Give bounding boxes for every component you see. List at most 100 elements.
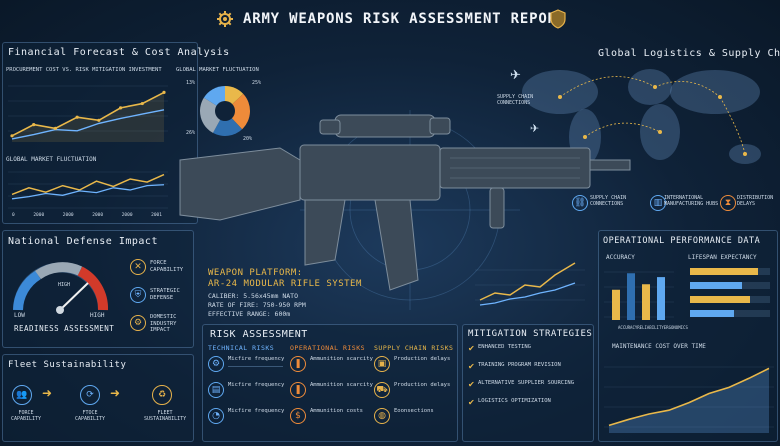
page-title: ARMY WEAPONS RISK ASSESSMENT REPORT	[243, 11, 567, 27]
shield-icon: ⛨	[130, 287, 146, 303]
accuracy-bar	[642, 284, 650, 320]
procurement-chart-title: PROCUREMENT COST VS. RISK MITIGATION INV…	[6, 67, 162, 73]
rifle-illustration	[160, 90, 640, 320]
x-tick: 2000	[62, 213, 74, 218]
lifespan-bar	[690, 310, 734, 317]
mitigation-item: ✔ TRAINING PROGRAM REVISION	[468, 362, 592, 371]
fleet-item-1: FORCE CAPABILITY	[10, 410, 42, 422]
risk-item: Micfire frequency	[228, 382, 285, 388]
donut-slice	[200, 97, 225, 133]
readiness-label: READINESS ASSESSMENT	[14, 324, 115, 333]
mitigation-panel	[462, 324, 594, 442]
market-chart-title: GLOBAL MARKET FLUCTUATION	[176, 67, 259, 73]
logistics-label-3: DISTRIBUTION DELAYS	[737, 195, 774, 207]
mitigation-title: MITIGATION STRATEGIES	[468, 329, 593, 339]
risk-item: Production delays	[394, 382, 451, 388]
lifespan-bar-chart	[690, 268, 770, 317]
arrow-icon: ➜	[42, 386, 53, 400]
fleet-item-2: FTOCE CAPABILITY	[74, 410, 106, 422]
financial-title: Financial Forecast & Cost Analysis	[8, 47, 230, 58]
risk-item: Production delays	[394, 356, 451, 362]
coin-icon: $	[290, 408, 306, 424]
defense-title: National Defense Impact	[8, 236, 158, 247]
check-icon: ✔	[468, 398, 475, 407]
market-x-axis: 0 2000 2000 2000 2000 2001	[12, 213, 162, 218]
force-icon: ✕	[130, 259, 146, 275]
fleet-title: Fleet Sustainability	[8, 360, 127, 370]
chart-icon: ▤	[208, 382, 224, 398]
gauge-high: HIGH	[90, 312, 105, 319]
data-point	[53, 126, 58, 130]
hourglass-icon: ⧗	[720, 195, 736, 211]
mitigation-label: LOGISTICS OPTIMIZATION	[478, 398, 551, 404]
data-point	[10, 134, 14, 138]
plane-icon: ✈	[530, 122, 540, 135]
risk-item-detail-bar	[228, 366, 283, 367]
x-tick: 2000	[121, 213, 133, 218]
data-point	[75, 115, 79, 119]
data-point	[162, 90, 166, 94]
x-tick: 0	[12, 213, 15, 218]
lifespan-bar	[690, 268, 758, 275]
donut-slice	[225, 93, 250, 130]
data-point	[32, 123, 36, 127]
maintenance-chart	[604, 366, 774, 433]
center-trend-chart	[475, 262, 585, 306]
procurement-chart	[8, 85, 168, 142]
logistics-label-2: INTERNATIONAL MANUFACTURING HUBS	[664, 195, 719, 207]
donut-label-1: 13%	[186, 80, 196, 86]
accuracy-bar-chart	[604, 271, 674, 320]
weapon-caliber: CALIBER: 5.56x45mm NATO	[208, 292, 299, 300]
gauge-low: LOW	[14, 312, 25, 319]
maintenance-title: MAINTENANCE COST OVER TIME	[612, 343, 706, 350]
weapon-name: AR-24 MODULAR RIFLE SYSTEM	[208, 279, 362, 289]
risk-col-title: OPERATIONAL RISKS	[290, 344, 366, 352]
ammo-icon: ❚	[290, 382, 306, 398]
gear-icon	[216, 10, 234, 28]
donut-label-4: 20%	[243, 136, 253, 142]
risk-item: Ammunition scarcity	[310, 382, 373, 388]
mitigation-item: ✔ LOGISTICS OPTIMIZATION	[468, 398, 592, 407]
mitigation-item: ✔ ALTERNATIVE SUPPLIER SOURCING	[468, 380, 592, 389]
x-tick: 2001	[151, 213, 162, 218]
check-icon: ✔	[468, 344, 475, 353]
weapon-platform-label: WEAPON PLATFORM:	[208, 268, 303, 278]
recycle-icon: ♻	[152, 385, 172, 405]
supply-chain-label: SUPPLY CHAIN CONNECTIONS	[497, 94, 534, 106]
data-point	[97, 118, 101, 122]
gauge-icon: ◔	[208, 408, 224, 424]
risk-panel	[202, 324, 458, 442]
bar-label: ERGONOMICS	[663, 325, 688, 330]
check-icon: ✔	[468, 380, 475, 389]
mitigation-list: ✔ ENHANCED TESTING ✔ TRAINING PROGRAM RE…	[468, 344, 592, 407]
data-point	[118, 106, 123, 110]
fleet-item-3: FLEET SUSTAINABILITY	[144, 410, 187, 422]
plane-icon: ✈	[510, 68, 521, 83]
package-icon: ▣	[374, 356, 390, 372]
donut-label-3: 26%	[186, 130, 196, 136]
market-line-chart	[8, 171, 168, 209]
risk-col-title: SUPPLY CHAIN RISKS	[374, 344, 454, 352]
industry-icon: ⚙	[130, 315, 146, 331]
weapon-range: EFFECTIVE RANGE: 600m	[208, 310, 291, 318]
performance-title: OPERATIONAL PERFORMANCE DATA	[603, 236, 761, 246]
x-tick: 2000	[33, 213, 45, 218]
accuracy-bar	[657, 277, 665, 320]
mitigation-label: TRAINING PROGRAM REVISION	[478, 362, 561, 368]
gear-icon: ⚙	[208, 356, 224, 372]
title-bar: ARMY WEAPONS RISK ASSESSMENT REPORT	[0, 0, 780, 40]
factory-icon: ▥	[650, 195, 666, 211]
accuracy-bar	[612, 289, 620, 320]
risk-item-detail	[228, 363, 283, 367]
ammo-icon: ❚	[290, 356, 306, 372]
donut-label-2: 25%	[252, 80, 262, 86]
defense-item-1: FORCE CAPABILITY	[150, 260, 184, 273]
defense-item-2: STRATEGIC DEFENSE	[150, 288, 180, 301]
defense-item-3: DOMESTIC INDUSTRY IMPACT	[150, 314, 177, 333]
risk-item: Ammunition scarcity	[310, 356, 373, 362]
shield-icon	[550, 9, 566, 29]
accuracy-title: ACCURACY	[606, 254, 635, 261]
logistics-title: Global Logistics & Supply Chain	[598, 48, 780, 59]
risk-item: Eoonsections	[394, 408, 434, 414]
mitigation-label: ALTERNATIVE SUPPLIER SOURCING	[478, 380, 575, 386]
